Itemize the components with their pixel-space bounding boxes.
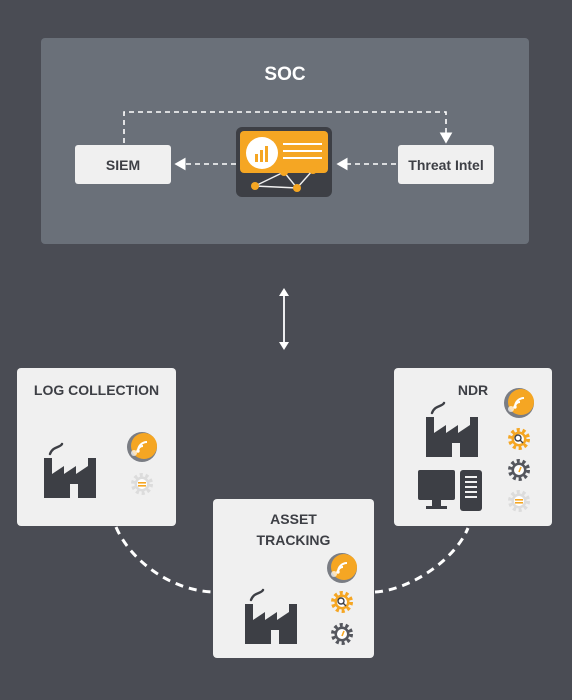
gear-icon bbox=[131, 473, 153, 495]
search-gear-icon bbox=[508, 428, 530, 450]
factory-icon bbox=[424, 401, 480, 459]
monitor-icon bbox=[418, 470, 455, 509]
wifi-badge-icon bbox=[503, 387, 535, 419]
soc-title: SOC bbox=[264, 64, 306, 85]
soc-loop-connector bbox=[123, 111, 453, 144]
ndr-title: NDR bbox=[457, 382, 489, 398]
wifi-badge-icon bbox=[326, 552, 358, 584]
threat-intel-node: Threat Intel bbox=[398, 145, 494, 184]
search-gear-icon bbox=[331, 591, 353, 613]
factory-icon bbox=[42, 442, 98, 500]
gear-icon bbox=[508, 490, 530, 512]
siem-node: SIEM bbox=[75, 145, 171, 184]
log-to-asset-connector bbox=[114, 526, 213, 594]
log-collection-title: LOG COLLECTION bbox=[33, 382, 160, 398]
factory-icon bbox=[243, 588, 299, 646]
analytics-dashboard-icon bbox=[236, 127, 332, 197]
bidirectional-arrow bbox=[279, 288, 289, 350]
gauge-gear-icon bbox=[508, 459, 530, 481]
server-icon bbox=[460, 470, 482, 511]
asset-tracking-title-line1: ASSET bbox=[270, 511, 317, 527]
asset-tracking-title-line2: TRACKING bbox=[256, 532, 331, 548]
asset-to-ndr-connector bbox=[374, 527, 470, 594]
wifi-badge-icon bbox=[126, 431, 158, 463]
gauge-gear-icon bbox=[331, 623, 353, 645]
